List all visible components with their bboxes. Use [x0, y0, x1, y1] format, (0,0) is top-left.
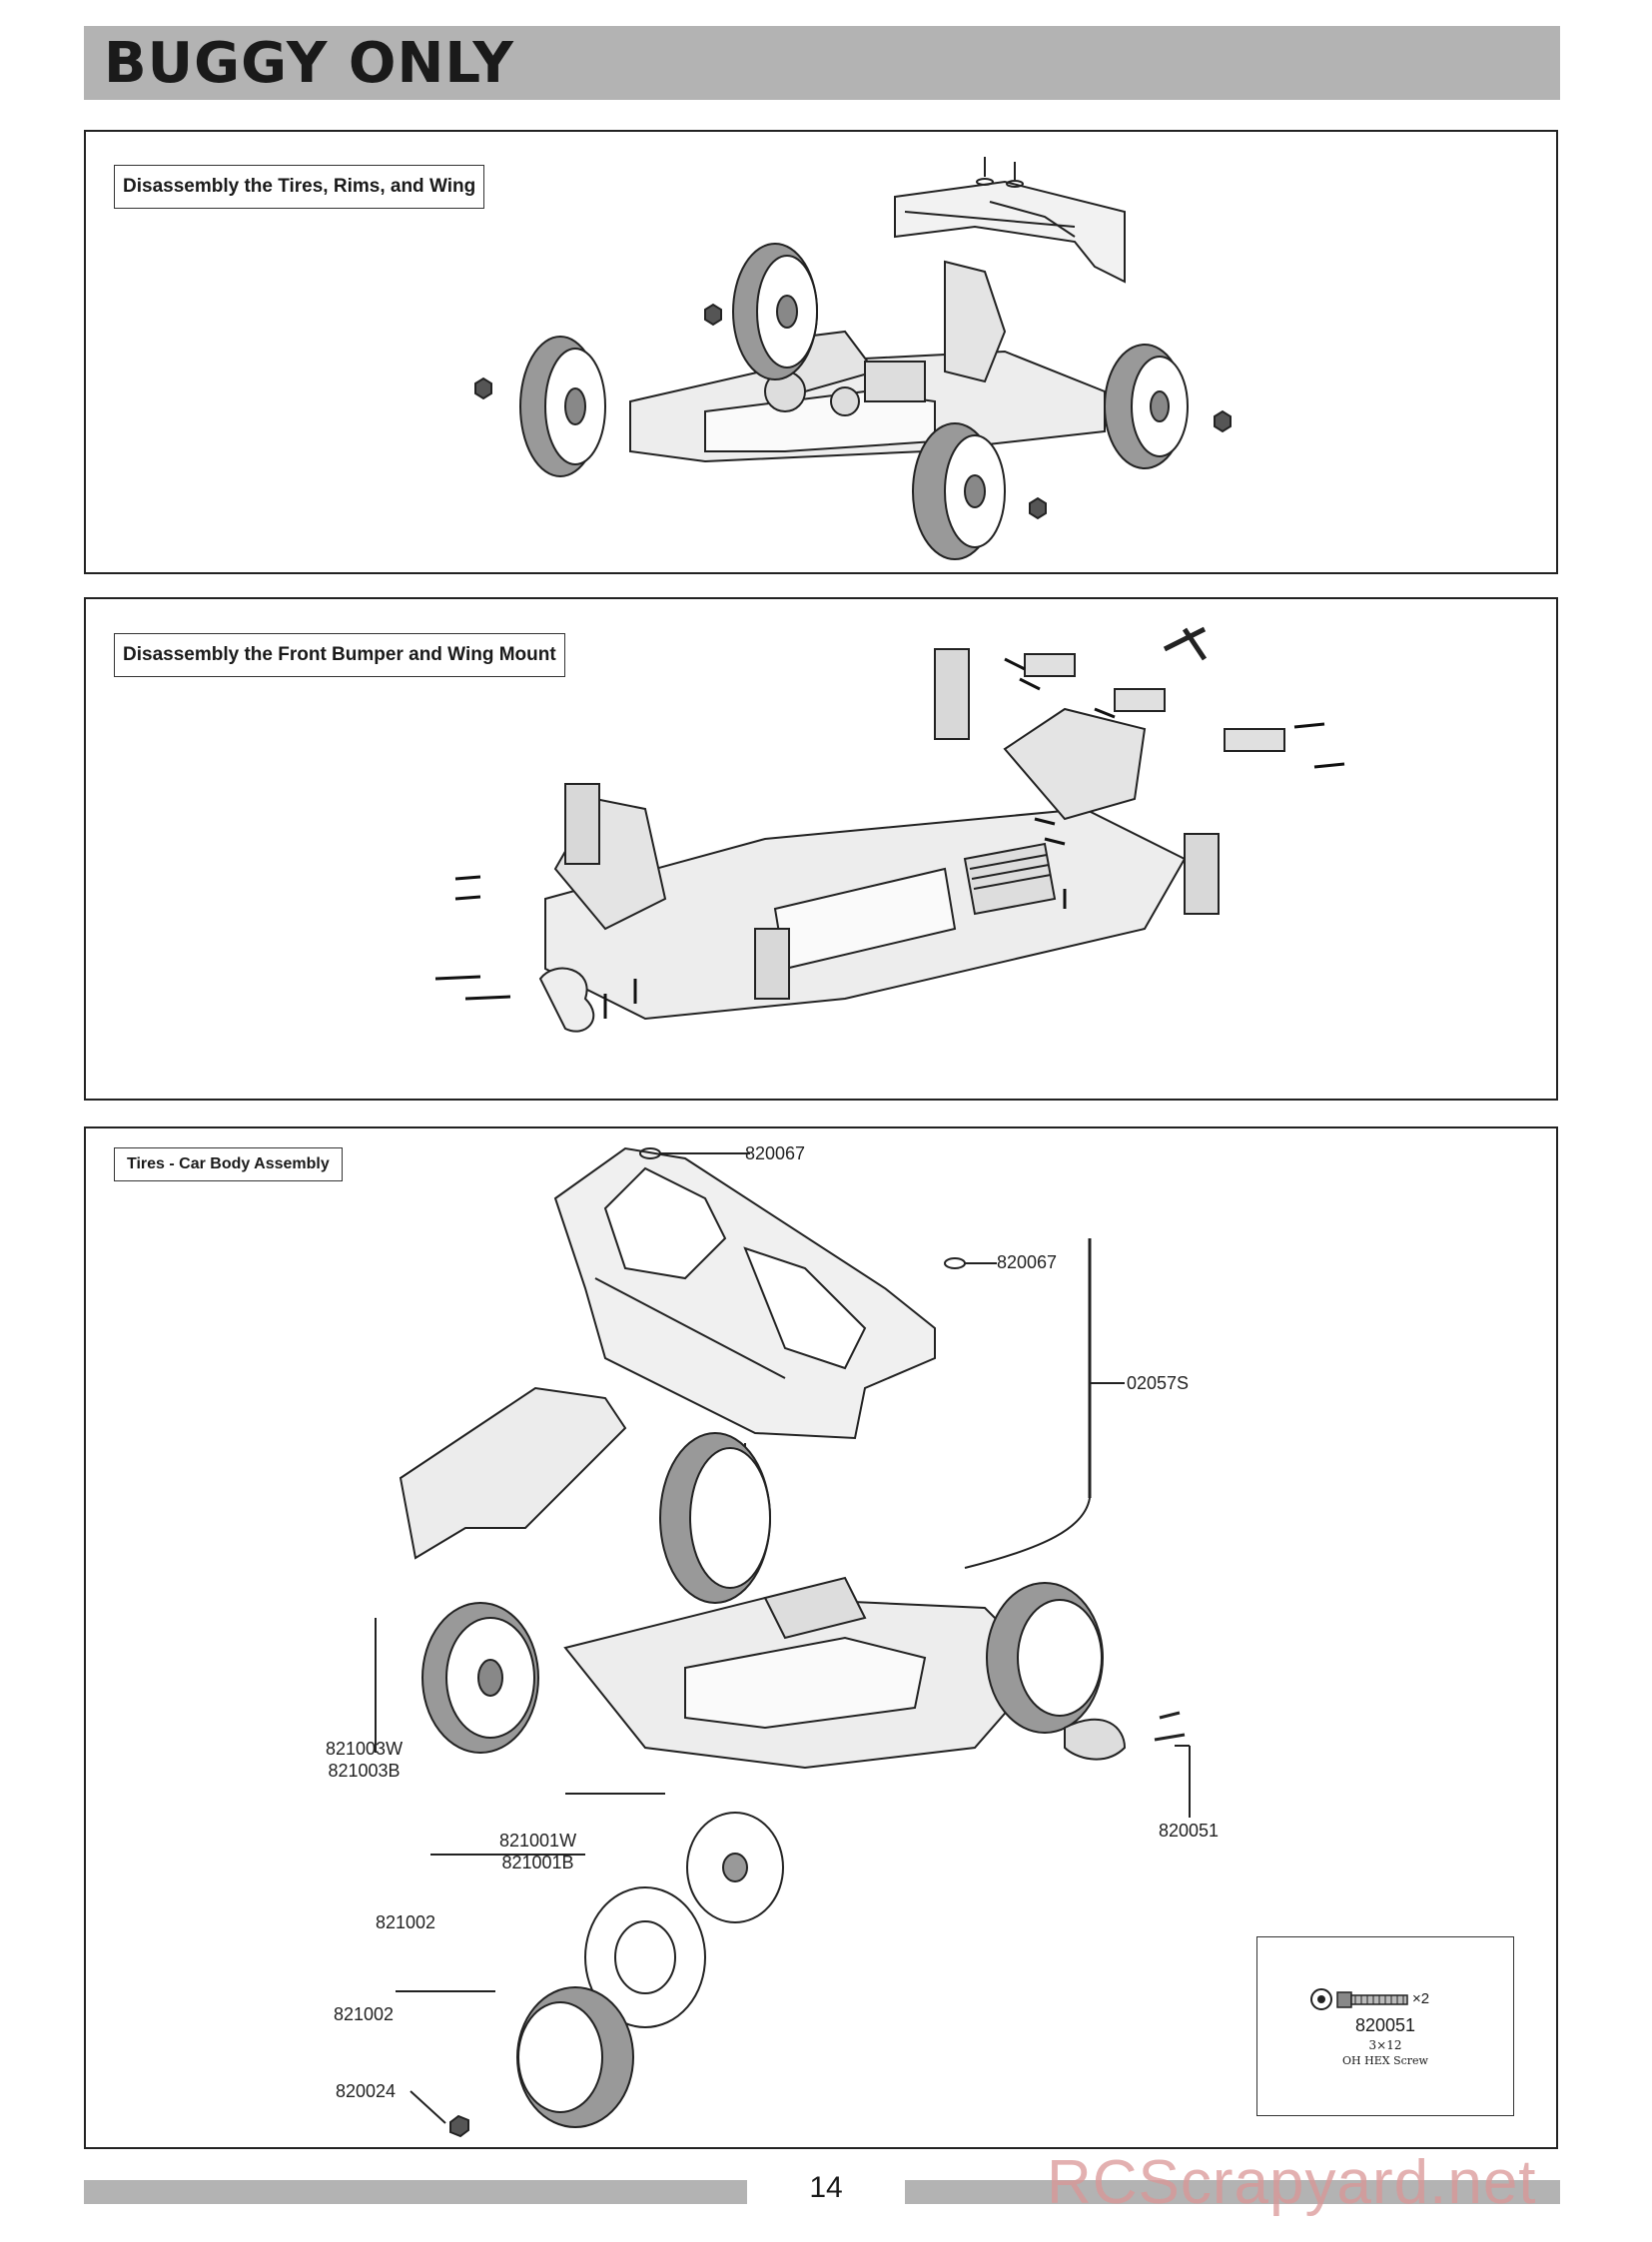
wheel-rear-right [1104, 344, 1189, 469]
wheel-front-left [519, 336, 606, 477]
header-bar: BUGGY ONLY [84, 26, 1560, 100]
part-label-820067-side: 820067 [997, 1252, 1058, 1272]
watermark: RCScrapyard.net [1047, 2148, 1537, 2217]
part-label-821002-insert: 821002 [376, 1912, 436, 1932]
part-label-821003: 821003W 821003B [326, 1739, 404, 1781]
panel-disassembly-tires-rims-wing: Disassembly the Tires, Rims, and Wing [84, 130, 1558, 574]
part-label-820067: 820067 [745, 1143, 806, 1163]
panel-disassembly-front-bumper-wing-mount: Disassembly the Front Bumper and Wing Mo… [84, 597, 1558, 1101]
panel-label: Disassembly the Tires, Rims, and Wing [114, 165, 485, 209]
footer-bar-right [905, 2180, 1560, 2204]
legend-name: OH HEX Screw [1342, 2054, 1428, 2067]
page-number: 14 [809, 2171, 843, 2204]
buggy-exploded-diagram [474, 157, 1232, 560]
hardware-legend: ×2 820051 3×12 OH HEX Screw [1256, 1936, 1514, 2116]
body-assembly-diagram [375, 1146, 1191, 2138]
panel-label: Tires - Car Body Assembly [114, 1147, 343, 1181]
wheel-front-right [912, 422, 1006, 560]
rim-exploded [686, 1812, 784, 1923]
screw-icon [1310, 1988, 1408, 2010]
part-label-820024: 820024 [336, 2081, 397, 2101]
chassis-exploded-diagram [434, 626, 1345, 1033]
legend-size: 3×12 [1368, 2038, 1402, 2052]
insert-exploded [584, 1886, 706, 2028]
legend-part-code: 820051 [1354, 2015, 1416, 2035]
panel-tires-car-body-assembly: Tires - Car Body Assembly [84, 1126, 1558, 2149]
tire-exploded [516, 1986, 634, 2128]
part-label-02057S: 02057S [1127, 1373, 1190, 1393]
wheel-front-right-assembled [986, 1582, 1104, 1734]
legend-quantity: ×2 [1412, 1990, 1430, 2007]
page-title: BUGGY ONLY [104, 31, 514, 96]
part-label-820051: 820051 [1159, 1821, 1220, 1841]
part-label-821001: 821001W 821001B [499, 1831, 577, 1872]
part-label-821002-tire: 821002 [334, 2004, 395, 2024]
wheel-rear-assembled [659, 1432, 771, 1604]
wheel-front-left-assembled [421, 1602, 539, 1754]
wheel-rear-left [732, 243, 818, 380]
footer-bar-left [84, 2180, 747, 2204]
panel-label: Disassembly the Front Bumper and Wing Mo… [114, 633, 565, 677]
